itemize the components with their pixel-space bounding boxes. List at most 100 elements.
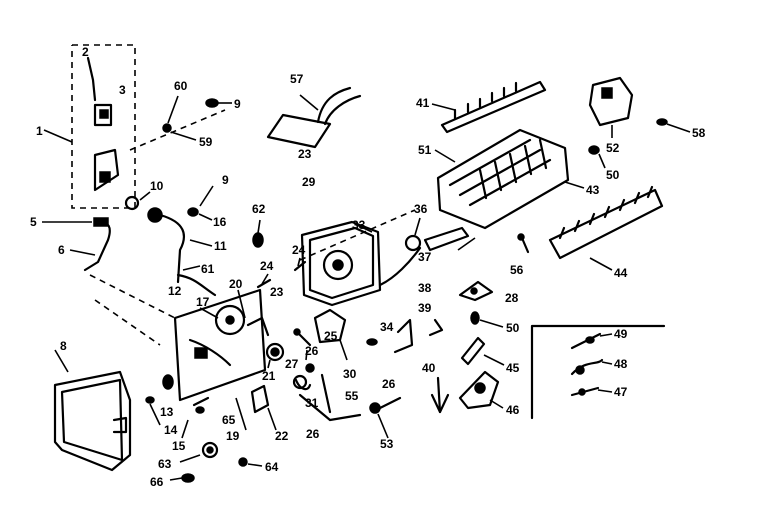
callout-2: 2 [82,45,89,59]
callout-37: 37 [418,250,432,264]
callout-10: 10 [150,179,164,193]
callout-58: 58 [692,126,706,140]
callout-8: 8 [60,339,67,353]
grommet-part [124,185,214,223]
screw-50-top-part [588,145,606,169]
thermostat-part [199,289,270,337]
callout-45: 45 [506,361,520,375]
callout-27: 27 [285,357,299,371]
callout-39: 39 [418,301,432,315]
callout-65: 65 [222,413,236,427]
callout-29: 29 [302,175,316,189]
callout-63: 63 [158,457,172,471]
callout-14: 14 [164,423,178,437]
callout-49: 49 [614,327,628,341]
plug-21-part [265,342,285,369]
clip-38-part [366,318,444,354]
callout-12: 12 [168,284,182,298]
bracket-part [93,148,120,192]
callout-53: 53 [380,437,394,451]
clip-parts [256,257,307,289]
callout-44: 44 [614,266,628,280]
motor-housing-part [300,220,382,307]
callout-43: 43 [586,183,600,197]
spring-40-part [430,376,450,414]
callout-36: 36 [414,202,428,216]
motor-cover-part [588,76,634,138]
callout-40: 40 [422,361,436,375]
callout-59: 59 [199,135,213,149]
callout-57: 57 [290,72,304,86]
callout-26: 26 [305,344,319,358]
relay-19-part [235,384,277,431]
callout-16: 16 [213,215,227,229]
callout-41: 41 [416,96,430,110]
callout-31: 31 [305,396,319,410]
control-cover-part [53,349,132,472]
callout-1: 1 [36,124,43,138]
callout-9-lower: 9 [222,173,229,187]
callout-23: 23 [298,147,312,161]
callout-66: 66 [150,475,164,489]
switch-part [86,56,113,127]
callout-46: 46 [506,403,520,417]
bolt-62-part [252,219,264,248]
callout-61: 61 [201,262,215,276]
heater-63-part [169,441,263,483]
callout-30: 30 [343,367,357,381]
screw-parts [129,95,232,151]
solenoid-46-part [458,370,504,410]
callout-15: 15 [172,439,186,453]
fitting-45-part [460,336,505,366]
callout-25: 25 [324,329,338,343]
callout-24-right: 24 [292,243,306,257]
bracket-28-part [458,280,504,328]
thermostat-wire-part [176,265,217,297]
callout-56: 56 [510,263,524,277]
gear-36-part [378,217,476,287]
callout-64: 64 [265,460,279,474]
ice-mold-part [434,128,585,230]
screw-13-part [145,374,210,439]
callout-11: 11 [214,239,227,253]
callout-17: 17 [196,295,210,309]
ice-stripper-part [548,185,664,271]
switch-25-part [293,308,348,361]
callout-9: 9 [234,97,241,111]
callout-28: 28 [505,291,519,305]
callout-51: 51 [418,143,432,157]
callout-19: 19 [226,429,240,443]
pin-56-part [517,233,530,254]
callout-13: 13 [160,405,174,419]
callout-55: 55 [345,389,359,403]
callout-62: 62 [252,202,266,216]
callout-26-mid: 26 [382,377,396,391]
fitting-53-part [369,396,402,439]
mounting-plate-part [89,209,416,402]
callout-3: 3 [119,83,126,97]
callout-20: 20 [229,277,243,291]
callout-48: 48 [614,357,628,371]
ejector-rake-part [431,80,547,134]
callout-52: 52 [606,141,620,155]
water-tube-part [158,213,213,284]
callout-60: 60 [174,79,188,93]
screw-58-part [656,118,691,133]
callout-22: 22 [275,429,289,443]
callout-50-lower: 50 [506,321,520,335]
callout-34: 34 [380,320,394,334]
wire-harness-part [266,86,362,149]
callout-6: 6 [58,243,65,257]
callout-23-lower: 23 [270,285,284,299]
wire-26-part [292,349,315,391]
callout-50-top: 50 [606,168,620,182]
callout-38: 38 [418,281,432,295]
callout-24: 24 [260,259,274,273]
callout-5: 5 [30,215,37,229]
callout-47: 47 [614,385,628,399]
callout-26-low: 26 [306,427,320,441]
callout-33: 33 [352,218,366,232]
inset-kit-box [530,324,666,420]
